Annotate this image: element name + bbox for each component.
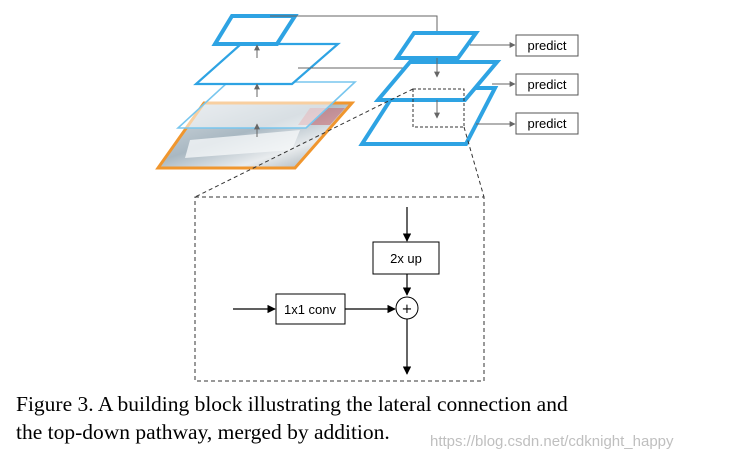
predict-box xyxy=(515,73,579,96)
highlight-box xyxy=(412,88,465,128)
conv-box xyxy=(275,293,346,325)
conv-label: 1x1 conv xyxy=(284,302,337,317)
predict-outputs: predict predict predict xyxy=(470,34,579,135)
bottom-up-layer-2 xyxy=(193,42,341,86)
zoom-line-left xyxy=(194,88,414,198)
predict-label: predict xyxy=(527,116,566,131)
building-block-detail: 2x up 1x1 conv + xyxy=(194,196,485,382)
predict-label: predict xyxy=(527,38,566,53)
predict-label: predict xyxy=(527,77,566,92)
caption-line-1: Figure 3. A building block illustrating … xyxy=(16,392,568,416)
detail-dashed-frame xyxy=(194,196,485,382)
figure-caption: Figure 3. A building block illustrating … xyxy=(16,390,728,446)
bottom-up-layer-3 xyxy=(175,81,358,129)
input-image-boat xyxy=(185,130,300,158)
predict-box xyxy=(515,112,579,135)
bottom-up-pyramid xyxy=(155,14,358,170)
top-down-layer-1 xyxy=(393,31,480,60)
add-symbol: + xyxy=(402,302,413,317)
upsample-label: 2x up xyxy=(390,251,422,266)
caption-line-2: the top-down pathway, merged by addition… xyxy=(16,420,390,444)
bottom-up-layer-1 xyxy=(211,14,299,46)
zoom-line-right xyxy=(463,126,485,198)
watermark: https://blog.csdn.net/cdknight_happy xyxy=(430,433,674,450)
fpn-building-block-diagram: predict predict predict 2x up 1x1 conv + xyxy=(155,14,579,382)
upsample-box xyxy=(372,241,440,275)
top-down-layer-2 xyxy=(373,60,502,102)
top-down-pyramid xyxy=(194,31,502,198)
predict-box xyxy=(515,34,579,57)
